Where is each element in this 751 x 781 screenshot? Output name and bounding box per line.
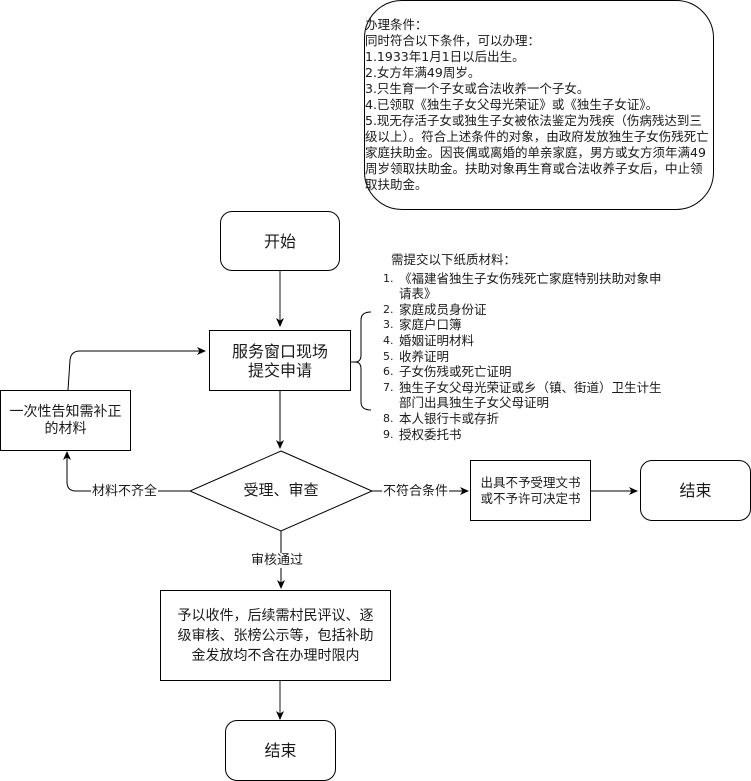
edge-label-incomplete: 材料不齐全 (91, 484, 159, 499)
materials-item: 4.婚姻证明材料 (383, 332, 475, 348)
end-node-right: 结束 (640, 460, 751, 521)
materials-item: 5.收养证明 (383, 348, 450, 364)
materials-list: 需提交以下纸质材料： 1.《福建省独生子女伤残死亡家庭特别扶助对象申请表》 2.… (383, 252, 673, 442)
conditions-line: 同时符合以下条件，可以办理： (365, 33, 541, 48)
review-label: 受理、审查 (243, 481, 319, 499)
materials-item: 2.家庭成员身份证 (383, 301, 487, 317)
conditions-line: 3.只生育一个子女或合法收养一个子女。 (365, 81, 590, 96)
edge-label-approved: 审核通过 (250, 553, 305, 568)
end-node-bottom: 结束 (225, 720, 336, 781)
materials-item: 9.授权委托书 (383, 426, 462, 442)
review-diamond-shape (188, 450, 374, 532)
conditions-line: 2.女方年满49周岁。 (365, 65, 481, 80)
conditions-callout (364, 0, 714, 210)
start-node: 开始 (220, 211, 340, 271)
reject-label-line1: 出具不予受理文书 (480, 474, 581, 490)
conditions-text: 办理条件： 同时符合以下条件，可以办理： 1.1933年1月1日以后出生。 2.… (365, 17, 709, 193)
accept-label-line2: 级审核、张榜公示等，包括补助 (177, 627, 374, 644)
accept-label-line1: 予以收件，后续需村民评议、逐 (177, 607, 374, 624)
accept-label-line3: 金发放均不含在办理时限内 (191, 647, 360, 664)
conditions-line: 1.1933年1月1日以后出生。 (365, 49, 525, 64)
materials-item: 7.独生子女父母光荣证或乡（镇、街道）卫生计生部门出具独生子女父母证明 (383, 379, 662, 411)
conditions-line: 4.已领取《独生子女父母光荣证》或《独生子女证》。 (365, 97, 659, 112)
notify-label-line2: 的材料 (44, 420, 87, 437)
accept-node: 予以收件，后续需村民评议、逐 级审核、张榜公示等，包括补助 金发放均不含在办理时… (160, 590, 391, 681)
edge-notify-to-submit (67, 347, 206, 391)
submit-application-node: 服务窗口现场 提交申请 (209, 330, 351, 391)
materials-item: 6.子女伤残或死亡证明 (383, 364, 512, 380)
materials-brace (354, 311, 372, 411)
submit-label-line1: 服务窗口现场 (231, 341, 328, 361)
notify-supplement-node: 一次性告知需补正 的材料 (0, 390, 131, 451)
notify-label-line1: 一次性告知需补正 (9, 403, 122, 420)
submit-label-line2: 提交申请 (247, 360, 312, 380)
materials-item: 1.《福建省独生子女伤残死亡家庭特别扶助对象申请表》 (383, 270, 662, 302)
end-right-label: 结束 (679, 481, 712, 500)
edge-label-not-eligible: 不符合条件 (382, 484, 450, 499)
conditions-title: 办理条件： (365, 17, 428, 32)
edge-review-to-notify (63, 451, 190, 492)
materials-item: 8.本人银行卡或存折 (383, 410, 500, 426)
conditions-line: 5.现无存活子女或独生子女被依法鉴定为残疾（伤病残达到三级以上）。符合上述条件的… (365, 113, 709, 192)
start-label: 开始 (263, 231, 296, 251)
materials-item: 3.家庭户口簿 (383, 317, 462, 333)
reject-label-line2: 或不予许可决定书 (480, 490, 581, 506)
reject-document-node: 出具不予受理文书 或不予许可决定书 (470, 460, 591, 521)
materials-header: 需提交以下纸质材料： (391, 252, 517, 267)
end-bottom-label: 结束 (264, 741, 297, 760)
